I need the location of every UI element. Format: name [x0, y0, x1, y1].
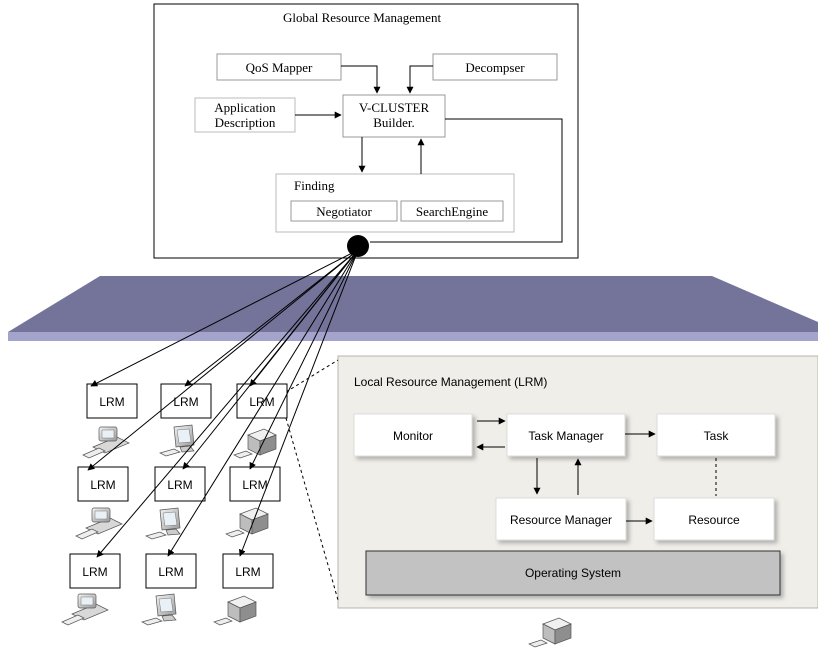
vcluster-builder-box: [342, 94, 446, 138]
global-resource-management: Global Resource Management QoS Mapper De…: [153, 3, 579, 259]
search-engine-label: SearchEngine: [416, 204, 488, 219]
lrm-box: [86, 383, 138, 419]
vcluster-builder-line2: Builder.: [373, 115, 415, 130]
task-manager-label: Task Manager: [528, 429, 603, 443]
hub-connections: [87, 249, 359, 558]
task-manager-box: [506, 413, 626, 457]
computer-icon: [145, 507, 181, 540]
local-arrows: [476, 417, 717, 525]
task-label: Task: [704, 429, 730, 443]
local-title: Local Resource Management (LRM): [354, 375, 547, 389]
computer-icon: [75, 507, 123, 540]
hub-arrow: [249, 249, 359, 470]
computer-icon: [233, 428, 277, 459]
global-arrows: [295, 65, 563, 243]
hub-arrow: [90, 249, 359, 387]
resource-label: Resource: [688, 513, 740, 527]
monitor-label: Monitor: [393, 429, 433, 443]
search-engine-box: [400, 200, 504, 222]
app-description-line2: Description: [215, 115, 276, 130]
qos-mapper-label: QoS Mapper: [246, 60, 313, 75]
computer-icon: [61, 593, 109, 626]
hub-arrow: [239, 249, 359, 557]
network-plane: [8, 276, 818, 341]
qos-mapper-box: [216, 53, 342, 81]
computer-icon: [213, 595, 257, 626]
resource-manager-label: Resource Manager: [510, 513, 612, 527]
plane-surface: [8, 276, 818, 332]
lrm-label: LRM: [173, 395, 198, 409]
resource-manager-box: [495, 497, 627, 541]
operating-system-label: Operating System: [525, 566, 621, 580]
lrm-box: [222, 553, 274, 589]
lrm-box: [77, 466, 129, 502]
computer-grid: [61, 424, 572, 648]
lrm-label: LRM: [90, 478, 115, 492]
lrm-box: [145, 553, 197, 589]
hub-node: [347, 235, 369, 257]
task-box: [656, 413, 776, 457]
local-resource-management: Local Resource Management (LRM) Monitor …: [337, 355, 818, 609]
negotiator-label: Negotiator: [316, 204, 372, 219]
computer-icon: [159, 424, 195, 457]
lrm-label: LRM: [167, 478, 192, 492]
lrm-label: LRM: [242, 478, 267, 492]
resource-box: [653, 497, 775, 541]
lrm-label: LRM: [82, 565, 107, 579]
lrm-label: LRM: [249, 395, 274, 409]
lrm-label: LRM: [99, 395, 124, 409]
hub-arrow: [184, 249, 359, 387]
operating-system-bar: [365, 550, 781, 596]
lrm-box: [69, 553, 121, 589]
lrm-label: LRM: [158, 565, 183, 579]
app-description-line1: Application: [214, 100, 276, 115]
computer-icon: [82, 426, 130, 459]
decomposer-box: [432, 53, 558, 81]
hub-arrow: [167, 249, 359, 557]
computer-icon: [528, 617, 572, 648]
computer-icon: [141, 593, 177, 626]
lrm-box: [236, 383, 288, 419]
hub-arrow: [182, 249, 359, 470]
vcluster-builder-line1: V-CLUSTER: [359, 100, 430, 115]
monitor-box: [353, 413, 473, 457]
computer-icon: [225, 507, 269, 538]
hub-arrow: [87, 249, 359, 471]
negotiator-box: [290, 200, 398, 222]
finding-label: Finding: [294, 178, 335, 193]
hub-arrow: [96, 249, 359, 558]
lrm-label: LRM: [235, 565, 260, 579]
decomposer-label: Decompser: [465, 60, 525, 75]
global-title: Global Resource Management: [283, 10, 442, 25]
zoom-lines: [285, 359, 339, 601]
lrm-grid: LRM LRM LRM LRM LRM LRM LRM LRM LRM: [69, 383, 288, 589]
lrm-box: [154, 466, 206, 502]
plane-edge: [8, 332, 818, 341]
